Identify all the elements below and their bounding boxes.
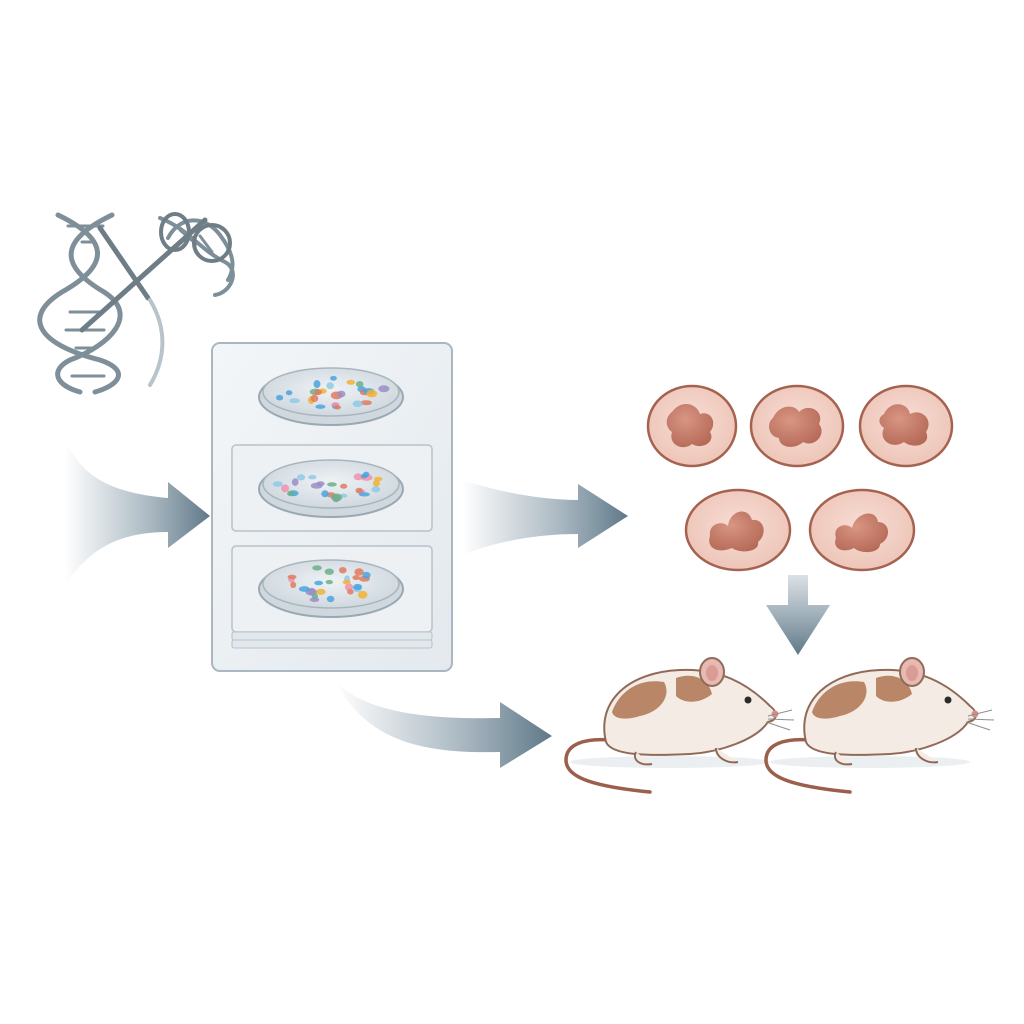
cell-speck <box>337 390 346 398</box>
cell-speck <box>352 575 360 581</box>
rack-shelf-edge <box>231 639 433 649</box>
cell-speck <box>308 475 317 480</box>
cell-speck <box>360 400 372 406</box>
cell-speck <box>285 390 293 396</box>
dna-scissors-icon <box>37 212 235 395</box>
rack-shelf-edge <box>231 631 433 641</box>
cell-speck <box>340 483 348 489</box>
cell-speck <box>347 589 354 595</box>
cell-speck <box>362 571 371 579</box>
cell-speck <box>290 581 297 589</box>
arrow-organoids-to-animal <box>766 575 830 655</box>
cell-speck <box>372 479 380 487</box>
cell-speck <box>296 474 306 481</box>
tissue-sample-icon <box>858 384 954 468</box>
cell-speck <box>355 487 363 494</box>
cell-speck <box>334 405 341 410</box>
cell-speck <box>330 493 343 502</box>
cell-speck <box>378 385 390 393</box>
mouse-icon <box>764 657 995 794</box>
cell-speck <box>310 394 319 402</box>
arrow-culture-to-animal <box>335 680 552 768</box>
cell-speck <box>316 588 326 595</box>
cell-speck <box>353 583 363 591</box>
cell-speck <box>353 473 363 481</box>
culture-rack <box>211 342 453 672</box>
arrow-culture-to-organoids <box>462 480 628 555</box>
cell-speck <box>325 579 333 585</box>
cell-speck <box>281 484 290 493</box>
tissue-samples <box>646 384 954 572</box>
arrow-gene-to-culture <box>65 440 210 585</box>
cell-speck <box>354 568 364 576</box>
scissors-icon <box>79 212 232 387</box>
petri-dish-icon <box>258 367 404 426</box>
cell-speck <box>326 595 335 603</box>
cell-speck <box>276 394 284 401</box>
cell-speck <box>358 492 370 497</box>
cell-speck <box>371 486 381 493</box>
cell-speck <box>374 476 383 482</box>
tissue-sample-icon <box>749 384 845 468</box>
cell-speck <box>291 478 299 486</box>
cell-speck <box>366 389 378 398</box>
cell-speck <box>287 574 297 580</box>
cell-speck <box>327 482 337 487</box>
cell-speck <box>316 481 325 487</box>
cell-speck <box>357 590 368 599</box>
petri-dish-icon <box>258 559 404 618</box>
cell-speck <box>356 381 364 388</box>
cell-speck <box>352 400 363 408</box>
cell-speck <box>272 481 283 487</box>
cell-speck <box>339 567 347 574</box>
tissue-sample-icon <box>646 384 738 468</box>
cell-speck <box>324 568 334 575</box>
dna-fragment-icon <box>158 216 235 297</box>
cell-speck <box>330 375 337 381</box>
mouse-icon <box>564 657 795 794</box>
petri-dish-icon <box>258 459 404 518</box>
cell-speck <box>346 379 356 385</box>
cell-speck <box>321 490 329 498</box>
cell-speck <box>360 473 368 479</box>
cell-speck <box>326 382 334 390</box>
cell-speck <box>312 565 322 571</box>
cell-speck <box>309 597 320 603</box>
cell-speck <box>287 490 295 497</box>
cell-speck <box>289 398 300 404</box>
cell-speck <box>315 404 326 409</box>
cell-speck <box>298 586 310 592</box>
cell-speck <box>342 580 351 585</box>
cell-speck <box>314 389 323 396</box>
tissue-sample-icon <box>684 488 792 572</box>
cell-speck <box>314 580 323 586</box>
tissue-sample-icon <box>808 488 916 572</box>
cell-speck <box>313 380 321 389</box>
